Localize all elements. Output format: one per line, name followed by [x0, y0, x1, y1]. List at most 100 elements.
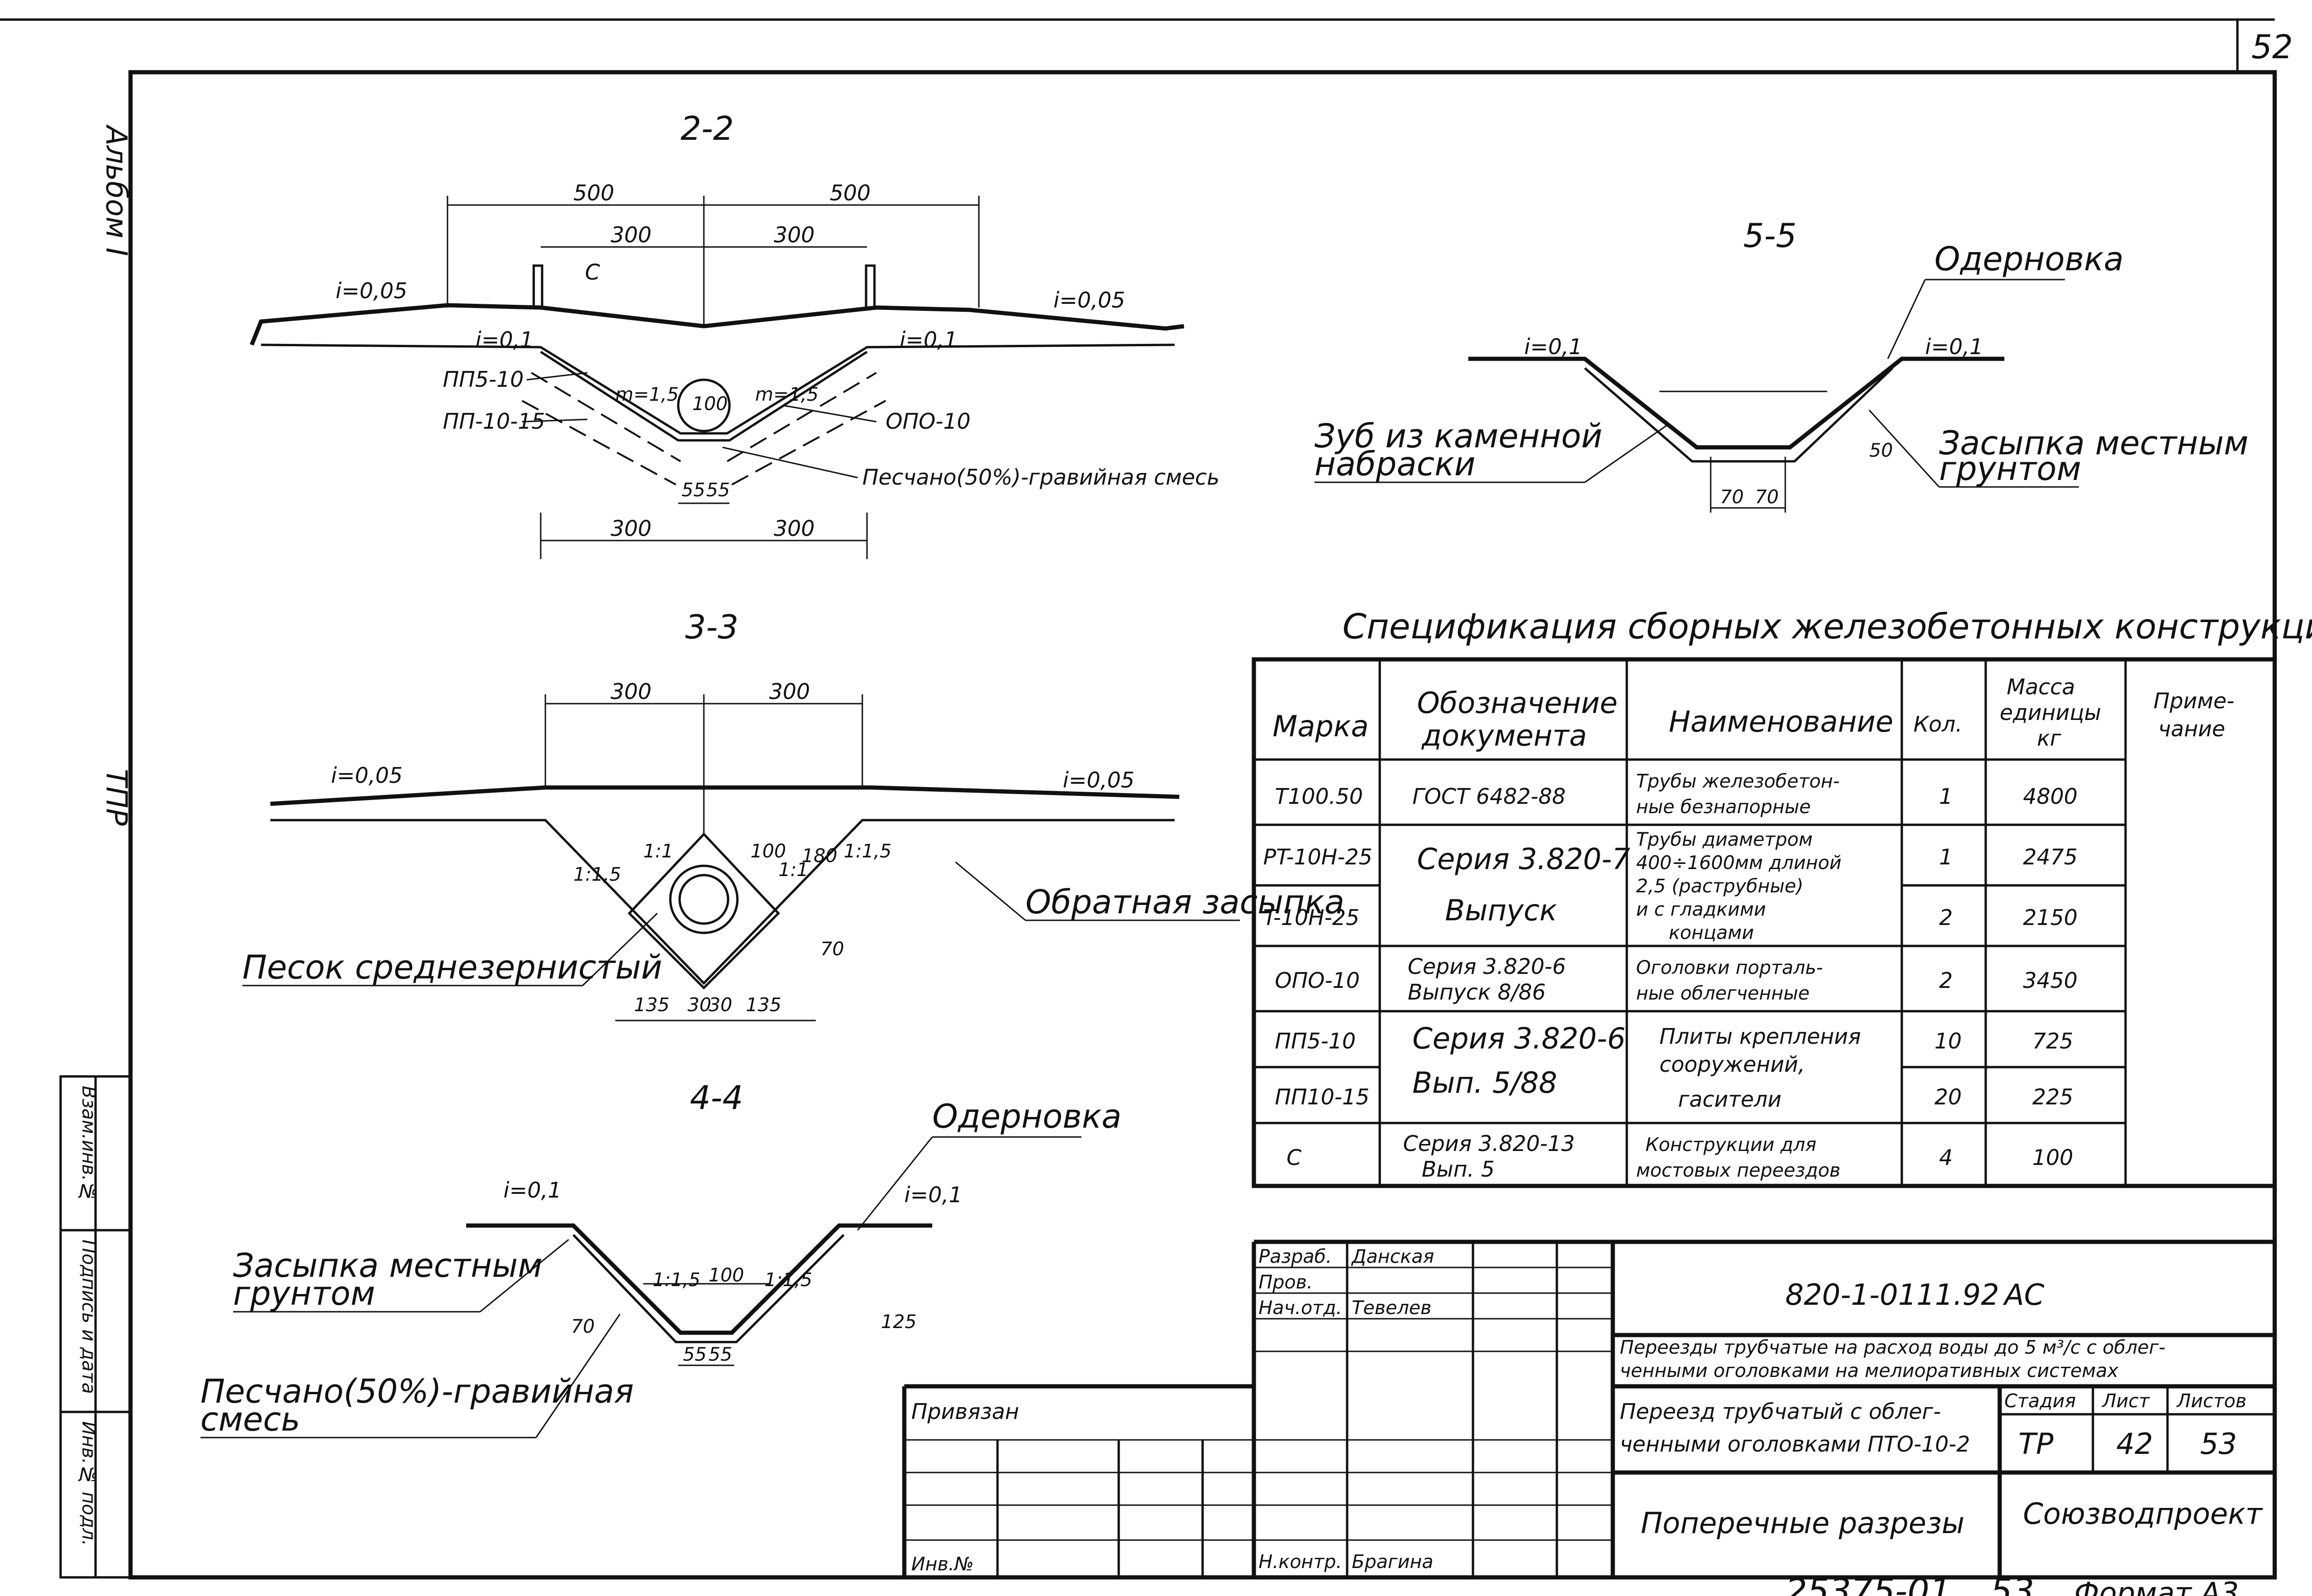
tb-role-2: Пров. [1259, 1272, 1313, 1293]
s44-grade-left: i=0,1 [503, 1178, 561, 1203]
tb-sheets: 53 [2200, 1427, 2237, 1461]
spec-h-mass-3: кг [2037, 726, 2062, 751]
spec-row-7-doc-1: Серия 3.820-13 [1403, 1131, 1575, 1156]
s44-dim-55-left: 55 [683, 1344, 707, 1365]
s33-label-backfill: Обратная засыпка [1025, 883, 1344, 921]
album-stamp: Альбом I [100, 124, 134, 256]
spec-row-2-mass: 2475 [2023, 844, 2078, 870]
tb-name-4: Брагина [1352, 1551, 1433, 1573]
s33-slope-right: i=0,05 [1063, 767, 1135, 793]
tb-role-4: Н.контр. [1259, 1551, 1342, 1573]
tb-bound: Привязан [911, 1399, 1019, 1424]
tb-role-3: Нач.отд. [1259, 1297, 1342, 1319]
spec-h-doc-2: документа [1421, 719, 1587, 753]
s55-label-fill-2: грунтом [1939, 450, 2081, 488]
spec-row-2-name-3: 2,5 (раструбные) [1636, 876, 1803, 897]
s33-dim-300-right: 300 [769, 679, 810, 704]
s44-label-sod: Одерновка [932, 1097, 1122, 1136]
s22-dim-55-left: 55 [681, 479, 705, 501]
s33-dim-135-left: 135 [634, 994, 669, 1016]
s33-dim-30-left: 30 [688, 994, 711, 1016]
s55-label-tooth-2: набраски [1314, 445, 1475, 483]
spec-row-5-doc-1: Серия 3.820-6 [1412, 1021, 1625, 1055]
spec-row-7-mass: 100 [2032, 1145, 2073, 1170]
spec-row-2-mark: PT-10H-25 [1263, 844, 1372, 870]
s22-dim-300-left: 300 [611, 222, 652, 247]
spec-row-1-qty: 1 [1939, 784, 1953, 809]
s22-label-opo: ОПО-10 [886, 409, 970, 434]
spec-row-1-mass: 4800 [2023, 784, 2078, 809]
tb-sheet-label: Лист [2101, 1391, 2150, 1412]
spec-row-2-name-4: и с гладкими [1636, 899, 1766, 920]
s33-dim-180: 180 [802, 845, 837, 867]
s55-dim-70-left: 70 [1720, 486, 1744, 508]
title-block: Разраб. Пров. Нач.отд. Н.контр. Данская … [902, 1240, 2275, 1596]
tb-project-2: ченными оголовками на мелиоративных сист… [1620, 1360, 2119, 1382]
spec-row-1-name-1: Трубы железобетон- [1636, 771, 1840, 792]
s33-ratio-4: 1:1,5 [844, 841, 892, 862]
spec-row-1-doc: ГОСТ 6482-88 [1412, 784, 1566, 809]
spec-h-mark: Марка [1273, 709, 1369, 743]
tb-copy-sheet: 53 [1990, 1571, 2034, 1596]
spec-row-7-mark: C [1287, 1145, 1301, 1170]
spec-row-2-qty: 1 [1939, 844, 1953, 870]
s44-label-fill-2: грунтом [233, 1274, 375, 1313]
spec-row-2-name-2: 400÷1600мм длиной [1636, 852, 1842, 874]
section-3-3: 3-3 300 300 135 30 30 135 70 180 i=0,05 … [242, 608, 1344, 1021]
page-number: 52 [2251, 28, 2293, 66]
s22-mark-c: C [585, 260, 600, 285]
s55-dim-70-right: 70 [1755, 486, 1779, 508]
spec-row-3-qty: 2 [1939, 905, 1953, 930]
spec-h-note-1: Приме- [2154, 688, 2234, 713]
section-3-3-title: 3-3 [685, 608, 738, 646]
tb-sheet: 42 [2116, 1427, 2153, 1461]
spec-row-5-qty: 10 [1934, 1028, 1962, 1054]
s22-grade-right: i=0,1 [900, 327, 957, 352]
s55-grade-right: i=0,1 [1925, 334, 1983, 359]
s44-grade-right: i=0,1 [904, 1182, 962, 1207]
s33-label-sand: Песок среднезернистый [242, 948, 662, 986]
spec-h-mass-2: единицы [2000, 700, 2101, 725]
spec-row-5-name-1: Плиты крепления [1659, 1024, 1861, 1049]
spec-row-2-doc-2: Выпуск [1445, 893, 1557, 927]
side-field-2: Подпись и дата [78, 1240, 99, 1394]
tpr-stamp: ТПР [100, 769, 134, 826]
spec-row-4-mass: 3450 [2023, 968, 2078, 993]
tb-doc-code: 820-1-0111.92 [1785, 1278, 1999, 1312]
s33-dim-300-left: 300 [611, 679, 652, 704]
tb-stage-label: Стадия [2004, 1391, 2076, 1412]
s22-dim-500-right: 500 [830, 180, 871, 205]
tb-stage: ТР [2018, 1427, 2054, 1461]
spec-row-5-name-2: сооружений, [1659, 1052, 1805, 1077]
spec-row-3-mark: T-10H-25 [1263, 905, 1359, 930]
spec-h-qty: Кол. [1913, 712, 1962, 737]
s44-dim-55-right: 55 [709, 1344, 732, 1365]
s22-dim-500-left: 500 [573, 180, 614, 205]
spec-h-doc-1: Обозначение [1417, 686, 1617, 720]
s44-dim-70: 70 [571, 1316, 595, 1337]
spec-row-1-mark: T100.50 [1275, 784, 1363, 809]
s55-dim-50: 50 [1869, 440, 1893, 461]
tb-sheets-label: Листов [2176, 1391, 2246, 1412]
spec-row-7-name-2: мостовых переездов [1636, 1160, 1840, 1181]
s22-dim-300-b-left: 300 [611, 516, 652, 541]
spec-row-4-qty: 2 [1939, 968, 1953, 993]
s55-grade-left: i=0,1 [1524, 334, 1582, 359]
s22-pipe: 100 [692, 393, 728, 415]
tb-doc-suffix: АС [2002, 1278, 2044, 1312]
section-4-4-title: 4-4 [690, 1079, 743, 1117]
spec-row-2-doc-1: Серия 3.820-7 [1417, 842, 1630, 876]
s44-label-mix-1: Песчано(50%)-гравийная [200, 1372, 634, 1411]
spec-row-2-name-5: концами [1669, 922, 1754, 944]
tb-object-2: ченными оголовками ПТО-10-2 [1620, 1432, 1970, 1457]
tb-drawing: Поперечные разрезы [1641, 1506, 1964, 1540]
s33-dim-30-right: 30 [709, 994, 732, 1016]
s55-label-tooth-1: Зуб из каменной [1314, 417, 1603, 455]
s44-dim-125: 125 [881, 1311, 916, 1333]
spec-row-5-name-3: гасители [1678, 1087, 1782, 1112]
spec-row-4-name-2: ные облегченные [1636, 983, 1810, 1004]
section-4-4: 4-4 55 55 100 70 125 1:1,5 1:1,5 i=0,1 i… [200, 1079, 1122, 1438]
spec-h-mass-1: Масса [2007, 674, 2075, 699]
s33-ratio-2: 1:1 [643, 841, 673, 862]
